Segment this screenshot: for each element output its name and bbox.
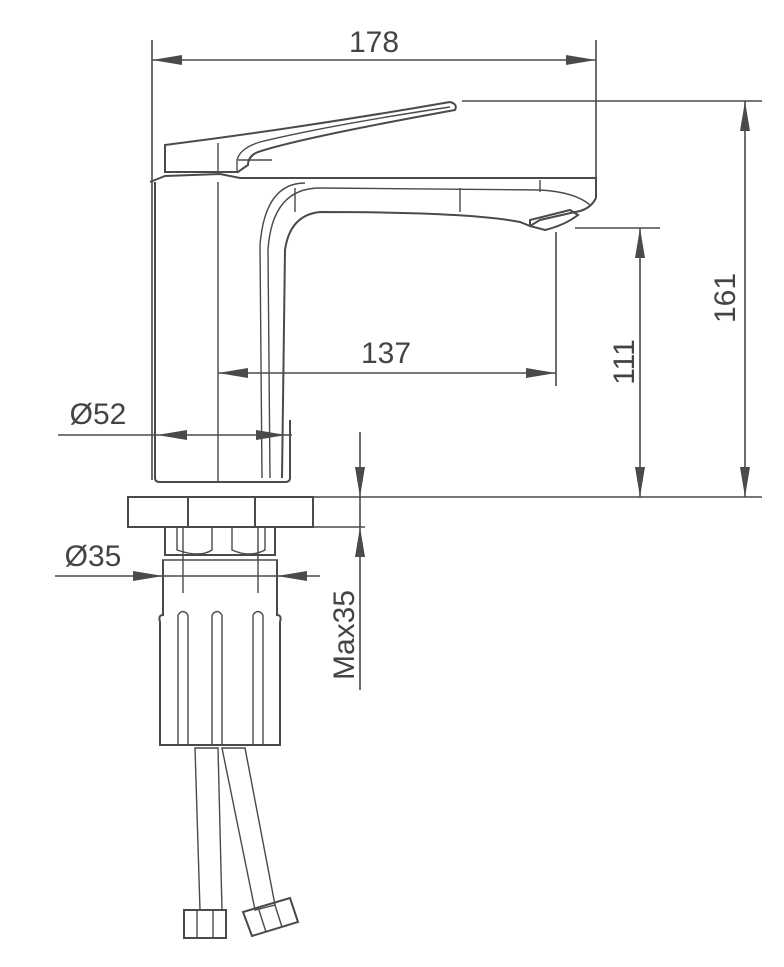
overall-height-label: 161: [709, 273, 742, 323]
hose-nut-right: [241, 896, 300, 938]
aerator: [529, 208, 580, 232]
dimension-spout-height: [575, 227, 660, 497]
mounting-nut: [127, 496, 314, 528]
hex-nut: [162, 527, 278, 561]
overall-width-label: 178: [349, 26, 399, 59]
dimension-spout-reach: [218, 232, 557, 386]
dimension-overall-width: [151, 40, 597, 480]
spout-height-label: 111: [608, 339, 641, 385]
dimension-max-deck-thickness: [313, 432, 365, 690]
max-deck-thickness-label: Max35: [328, 590, 361, 680]
supply-hoses: [183, 747, 300, 939]
body-diameter-label: Ø52: [70, 398, 127, 431]
threaded-shank: [158, 560, 282, 746]
faucet-body: [149, 172, 597, 483]
shank-diameter-label: Ø35: [65, 540, 122, 573]
dimension-shank-diameter: [55, 527, 320, 593]
dimension-overall-height: [290, 100, 762, 498]
lever-handle: [164, 100, 457, 173]
spout-reach-label: 137: [361, 337, 411, 370]
hose-nut-left: [183, 909, 227, 939]
dimension-body-diameter: [58, 430, 292, 440]
